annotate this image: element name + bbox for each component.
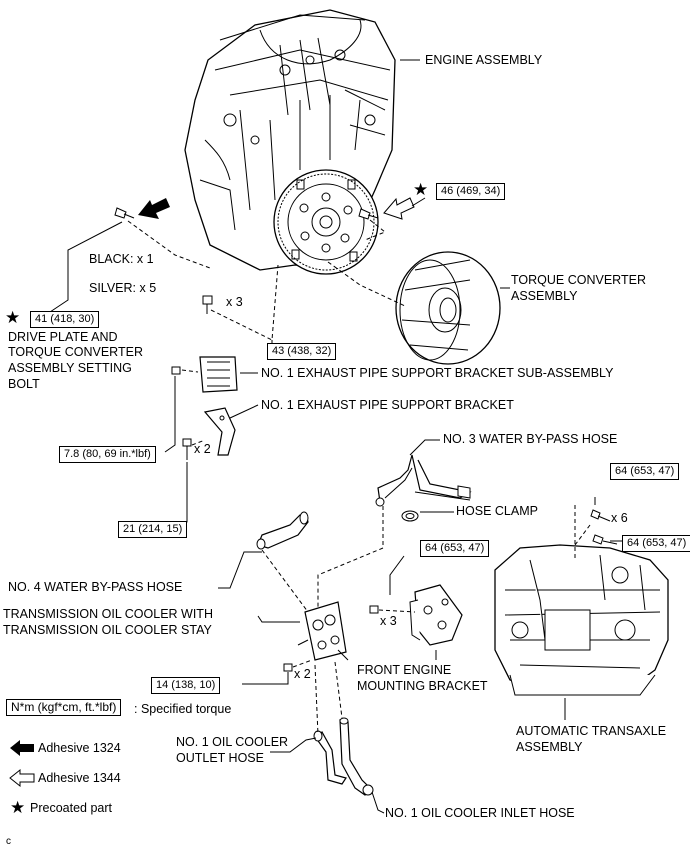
inlet-hose-label: NO. 1 OIL COOLER INLET HOSE: [385, 806, 575, 820]
exhaust-bracket-drawing: [203, 407, 236, 456]
drive-plate-label-3: ASSEMBLY SETTING: [8, 361, 132, 375]
water-bypass-hose-3-drawing: [375, 454, 472, 507]
torque-41-label: 41 (418, 30): [30, 311, 100, 328]
x6-label: x 6: [611, 511, 628, 525]
water-hose-4-label: NO. 4 WATER BY-PASS HOSE: [8, 580, 183, 594]
precoated-legend-star-icon: ★: [10, 798, 26, 817]
transaxle-label-1: AUTOMATIC TRANSAXLE: [516, 724, 667, 738]
flywheel-bolt: [358, 208, 379, 220]
unit-legend-text: : Specified torque: [134, 702, 232, 716]
outlet-hose-label-1: NO. 1 OIL COOLER: [176, 735, 289, 749]
x3-mount-label: x 3: [380, 614, 397, 628]
adhesive-1344-arrow-top: [383, 197, 415, 220]
black-count-label: BLACK: x 1: [89, 252, 154, 266]
adhesive-1324-legend-icon: [10, 740, 34, 756]
bracket-bolt-x2: [182, 438, 192, 460]
transaxle-label-2: ASSEMBLY: [516, 740, 583, 754]
transaxle-bolt-side: [592, 534, 618, 545]
torque-converter-drawing: [395, 251, 501, 365]
oil-cooler-inlet-hose-drawing: [339, 717, 374, 796]
t46-leader: [411, 197, 426, 207]
bracket-bolt-7-8: [171, 366, 181, 375]
exhaust-bracket-label: NO. 1 EXHAUST PIPE SUPPORT BRACKET: [261, 398, 514, 412]
exhaust-bracket-sub-drawing: [199, 356, 238, 393]
mount-bracket-label-2: MOUNTING BRACKET: [357, 679, 488, 693]
x3-top-label: x 3: [226, 295, 243, 309]
torque-converter-label: TORQUE CONVERTER: [511, 273, 646, 287]
bolt-leader-line: [49, 221, 123, 313]
x3-bolt-top: [202, 295, 213, 314]
x2-bracket-label: x 2: [194, 442, 211, 456]
torque-21-label: 21 (214, 15): [118, 521, 188, 538]
torque-14-label: 14 (138, 10): [151, 677, 221, 694]
precoated-label: Precoated part: [30, 801, 112, 815]
engine-assembly-label: ENGINE ASSEMBLY: [425, 53, 543, 67]
corner-mark: c: [6, 836, 11, 847]
torque-43-label: 43 (438, 32): [267, 343, 337, 360]
silver-count-label: SILVER: x 5: [89, 281, 157, 295]
torque-64-mount-label: 64 (653, 47): [420, 540, 490, 557]
water-hose-3-label: NO. 3 WATER BY-PASS HOSE: [443, 432, 618, 446]
precoated-star-icon: ★: [5, 308, 21, 327]
oil-cooler-drawing: [297, 601, 349, 661]
torque-64-side-label: 64 (653, 47): [622, 535, 690, 552]
torque-7-8-label: 7.8 (80, 69 in.*lbf): [59, 446, 156, 463]
mounting-bracket-drawing: [409, 584, 463, 646]
torque-converter-label-2: ASSEMBLY: [511, 289, 578, 303]
oil-cooler-label-2: TRANSMISSION OIL COOLER STAY: [3, 623, 212, 637]
mount-bracket-label-1: FRONT ENGINE: [357, 663, 452, 677]
adhesive-1324-label: Adhesive 1324: [38, 741, 121, 755]
adhesive-1344-label: Adhesive 1344: [38, 771, 121, 785]
x2-cooler-label: x 2: [294, 667, 311, 681]
torque-46-label: 46 (469, 34): [436, 183, 506, 200]
outlet-hose-label-2: OUTLET HOSE: [176, 751, 264, 765]
drive-plate-label-1: DRIVE PLATE AND: [8, 330, 118, 344]
precoated-star-icon: ★: [413, 180, 429, 199]
drive-plate-bolt: [114, 207, 135, 219]
drive-plate-label-2: TORQUE CONVERTER: [8, 345, 143, 359]
mount-bolt-x3: [369, 605, 379, 614]
transaxle-drawing: [494, 544, 669, 696]
torque-64-top-label: 64 (653, 47): [610, 463, 680, 480]
engine-assembly-drawing: [184, 9, 396, 275]
adhesive-1324-arrow-top: [138, 198, 170, 219]
exhaust-bracket-sub-label: NO. 1 EXHAUST PIPE SUPPORT BRACKET SUB-A…: [261, 366, 614, 380]
transaxle-bolt-x6: [590, 509, 611, 522]
water-bypass-hose-4-drawing: [256, 511, 309, 550]
adhesive-1344-legend-icon: [9, 768, 35, 788]
unit-legend-box: N*m (kgf*cm, ft.*lbf): [6, 699, 122, 716]
cooler-bolt-x2: [283, 663, 293, 672]
hose-clamp-drawing: [401, 510, 419, 522]
hose-clamp-label: HOSE CLAMP: [456, 504, 538, 518]
oil-cooler-label-1: TRANSMISSION OIL COOLER WITH: [3, 607, 213, 621]
drive-plate-label-4: BOLT: [8, 377, 40, 391]
